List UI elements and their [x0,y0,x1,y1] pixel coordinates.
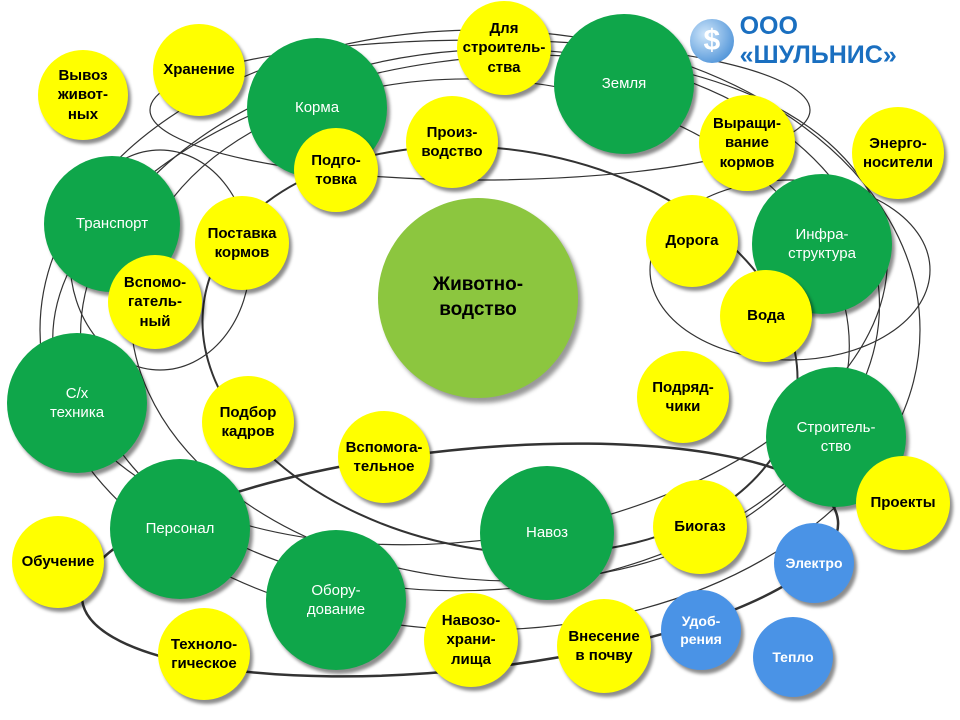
node-label: Транспорт [75,215,149,233]
node-label: Персонал [145,520,215,538]
dollar-sign-icon: $ [690,19,734,63]
center-node: Животно- водство [378,198,578,398]
node-green: Земля [554,14,694,154]
node-yellow: Дорога [646,195,738,287]
node-label: Проекты [870,494,936,512]
node-label: Инфра- структура [788,225,856,263]
node-label: Подряд- чики [652,378,714,416]
node-label: Выращи- вание кормов [712,114,782,171]
node-yellow: Подго- товка [294,128,378,212]
node-label: Обучение [21,553,95,571]
node-yellow: Поставка кормов [195,196,289,290]
node-green: С/х техника [7,333,147,473]
node-label: Строитель- ство [796,418,876,456]
node-label: Удоб- рения [680,612,722,647]
node-yellow: Энерго- носители [852,107,944,199]
node-label: Дорога [665,232,719,250]
node-label: Подбор кадров [219,403,277,441]
orbit-line [649,179,931,361]
node-label: Тепло [772,648,814,665]
node-yellow: Вспомога- тельное [338,411,430,503]
node-blue: Тепло [753,617,833,697]
node-yellow: Навозо- храни- лища [424,593,518,687]
node-yellow: Для строитель- ства [457,1,551,95]
company-name: ООО «ШУЛЬНИС» [739,12,897,69]
node-blue: Электро [774,523,854,603]
node-yellow: Хранение [153,24,245,116]
node-label: Вода [747,307,785,325]
node-label: Поставка кормов [207,224,277,262]
node-green: Обору- дование [266,530,406,670]
node-label: Подго- товка [311,151,361,189]
node-label: Навозо- храни- лища [441,611,501,668]
node-label: Вспомога- тельное [345,438,423,476]
node-label: Навоз [525,524,569,542]
node-green: Инфра- структура [752,174,892,314]
node-yellow: Внесение в почву [557,599,651,693]
node-yellow: Выращи- вание кормов [699,95,795,191]
node-label: Электро [785,554,843,571]
node-label: Корма [294,99,340,117]
node-label: С/х техника [49,384,105,422]
node-yellow: Вспомо- гатель- ный [108,255,202,349]
node-label: Земля [601,75,647,93]
node-yellow: Вывоз живот- ных [38,50,128,140]
node-yellow: Обучение [12,516,104,608]
node-yellow: Подряд- чики [637,351,729,443]
node-label: Биогаз [674,518,726,536]
node-yellow: Подбор кадров [202,376,294,468]
node-yellow: Техноло- гическое [158,608,250,700]
node-label: Вывоз живот- ных [57,66,108,123]
node-label: Для строитель- ства [462,19,546,76]
node-label: Техноло- гическое [170,635,238,673]
node-yellow: Вода [720,270,812,362]
node-label: Хранение [163,61,235,79]
node-yellow: Биогаз [653,480,747,574]
node-label: Произ- водство [421,123,483,161]
node-yellow: Проекты [856,456,950,550]
node-yellow: Произ- водство [406,96,498,188]
node-green: Навоз [480,466,614,600]
node-blue: Удоб- рения [661,590,741,670]
node-green: Персонал [110,459,250,599]
node-label: Обору- дование [306,581,366,619]
node-label: Внесение в почву [568,627,640,665]
node-label: Энерго- носители [862,134,934,172]
center-node-label: Животно- водство [432,274,524,320]
company-logo: $ ООО «ШУЛЬНИС» [690,12,960,70]
node-label: Вспомо- гатель- ный [123,273,187,330]
